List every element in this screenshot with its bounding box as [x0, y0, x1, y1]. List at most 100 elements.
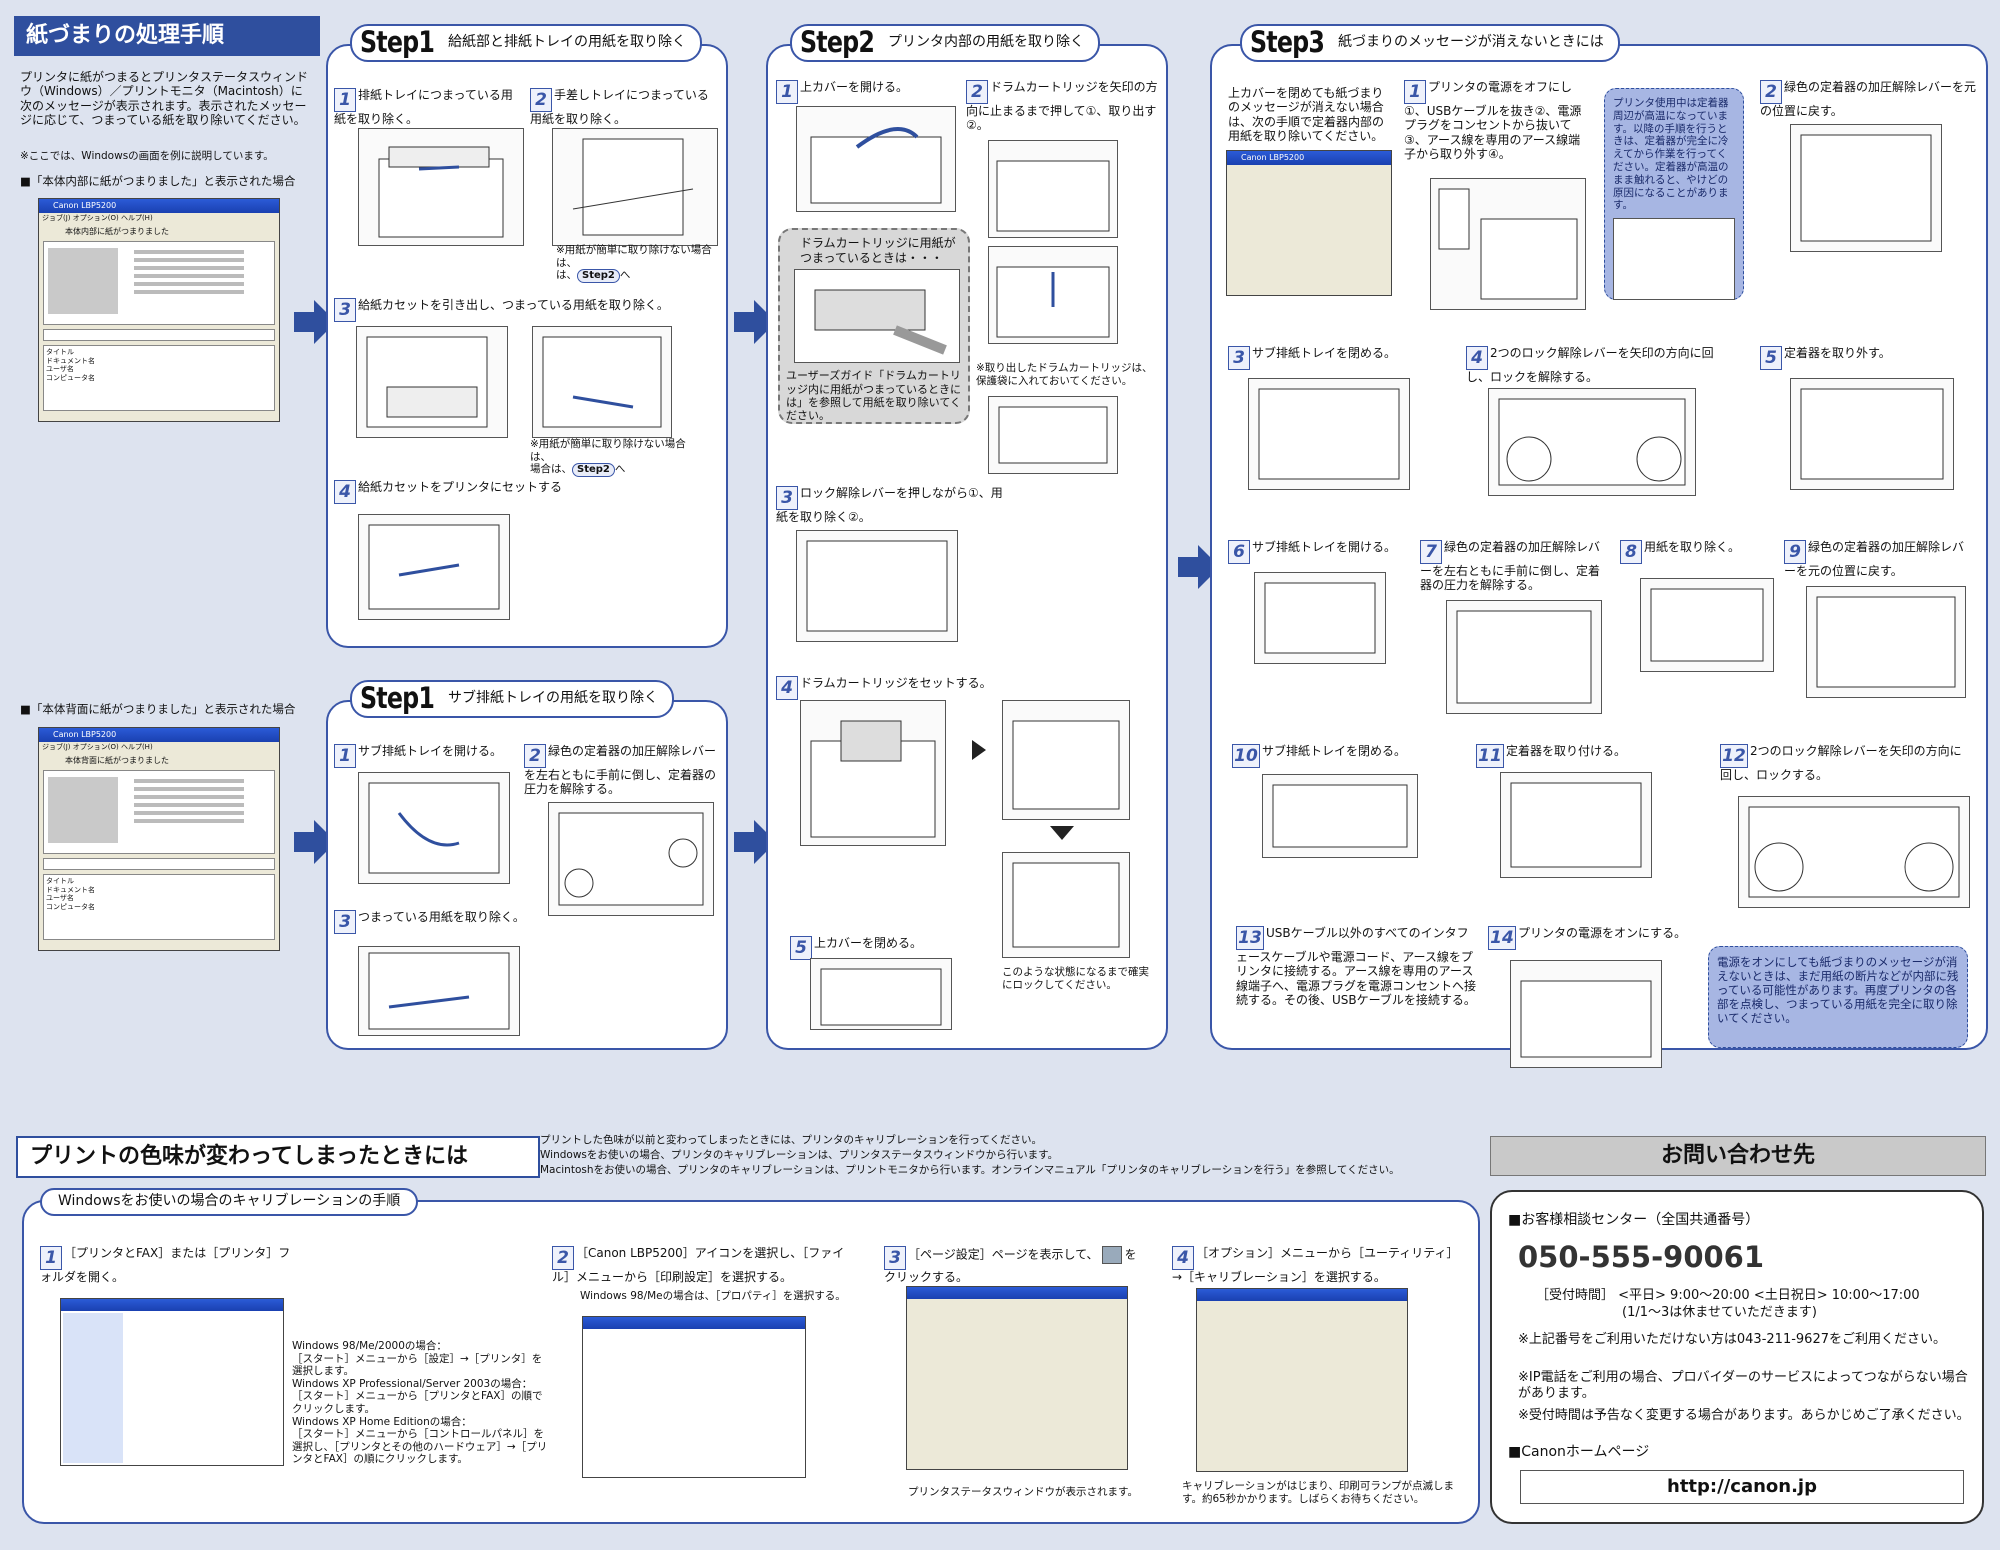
- printer-illustration: [1262, 774, 1418, 858]
- step3-tab: Step3 紙づまりのメッセージが消えないときには: [1240, 24, 1620, 62]
- step-text: ［Canon LBP5200］アイコンを選択し、［ファイル］メニューから［印刷設…: [552, 1246, 845, 1284]
- drum-jam-box: ドラムカートリッジに用紙がつまっているときは・・・ ユーザーズガイド「ドラムカー…: [778, 228, 970, 424]
- step2-tab: Step2 プリンタ内部の用紙を取り除く: [790, 24, 1100, 62]
- note-to: へ: [619, 269, 631, 282]
- step-text: ドラムカートリッジをセットする。: [800, 676, 992, 690]
- step-text: サブ排紙トレイを閉める。: [1262, 744, 1407, 758]
- printer-illustration: [552, 128, 718, 246]
- dialog-title: Canon LBP5200: [39, 728, 279, 742]
- calib-step: 2［Canon LBP5200］アイコンを選択し、［ファイル］メニューから［印刷…: [552, 1246, 845, 1284]
- printer-illustration: [1790, 124, 1942, 252]
- color-p2: Windowsをお使いの場合、プリンタのキャリブレーションは、プリンタステータス…: [540, 1149, 1059, 1161]
- printer-illustration: [358, 128, 524, 246]
- step-title: 紙づまりのメッセージが消えないときには: [1338, 34, 1604, 51]
- intro-text: プリンタに紙がつまるとプリンタステータスウィンドウ（Windows）／プリントモ…: [20, 70, 309, 128]
- step-title: 給紙部と排紙トレイの用紙を取り除く: [448, 34, 686, 51]
- calib-step: 3［ページ設定］ページを表示して、をクリックする。: [884, 1246, 1137, 1284]
- contact-hours: ［受付時間］ <平日> 9:00〜20:00 <土日祝日> 10:00〜17:0…: [1536, 1288, 1920, 1303]
- drum-box-text: ユーザーズガイド「ドラムカートリッジ内に用紙がつまっているときには」を参照して用…: [786, 369, 962, 423]
- color-p3: Macintoshをお使いの場合、プリンタのキャリブレーションは、プリントモニタ…: [540, 1164, 1400, 1176]
- step3-intro: 上カバーを閉めても紙づまりのメッセージが消えない場合は、次の手順で定着器内部の用…: [1228, 86, 1385, 144]
- printer-illustration: [1446, 600, 1602, 714]
- printer-illustration: [1640, 578, 1774, 672]
- contact-center: ■お客様相談センター（全国共通番号）: [1508, 1212, 1760, 1228]
- printer-illustration: [1806, 586, 1966, 698]
- dialog-row: コンピュータ名: [46, 902, 95, 911]
- step-text: 手差しトレイにつまっている用紙を取り除く。: [530, 88, 709, 126]
- step-text: 緑色の定着器の加圧解除レバーを左右ともに手前に倒し、定着器の圧力を解除する。: [524, 744, 717, 797]
- step-label: Step1: [360, 681, 435, 716]
- step-text: 緑色の定着器の加圧解除レバーを元の位置に戻す。: [1784, 540, 1965, 578]
- step-text: ドラムカートリッジを矢印の方向に止まるまで押して①、取り出す②。: [966, 80, 1158, 133]
- heat-warning-box: プリンタ使用中は定着器周辺が高温になっています。以降の手順を行うときは、定着器が…: [1604, 88, 1744, 301]
- step-label: Step1: [360, 25, 435, 60]
- case1-label: ■「本体内部に紙がつまりました」と表示された場合: [20, 174, 296, 188]
- contact-note: ※IP電話をご利用の場合、プロバイダーのサービスによってつながらない場合がありま…: [1518, 1370, 1968, 1401]
- step-text: 定着器を取り付ける。: [1506, 744, 1627, 758]
- contact-panel: [1490, 1190, 1984, 1524]
- printer-illustration: [1002, 852, 1130, 958]
- printer-illustration: [800, 700, 946, 846]
- step-text: プリンタの電源をオンにする。: [1518, 926, 1687, 940]
- step1b-tab: Step1 サブ排紙トレイの用紙を取り除く: [350, 680, 674, 718]
- status-window-icon: [1101, 1246, 1122, 1264]
- printer-illustration: [1248, 378, 1410, 490]
- step1a-tab: Step1 給紙部と排紙トレイの用紙を取り除く: [350, 24, 702, 62]
- homepage-link[interactable]: http://canon.jp: [1520, 1470, 1964, 1504]
- next-arrow-icon: [734, 820, 776, 864]
- status-dialog-inside: Canon LBP5200 ジョブ(J) オプション(O) ヘルプ(H) 本体内…: [38, 198, 280, 422]
- step-text: つまっている用紙を取り除く。: [358, 910, 525, 924]
- step-text: 上カバーを閉める。: [814, 936, 923, 950]
- printer-illustration: [810, 958, 952, 1030]
- page-setup-screenshot: [906, 1286, 1128, 1470]
- step-text: ［ページ設定］ページを表示して、: [908, 1247, 1099, 1262]
- drum-box-title: ドラムカートリッジに用紙がつまっているときは・・・: [800, 236, 956, 265]
- dialog-row: ドキュメント名: [46, 356, 95, 365]
- printer-illustration: [358, 514, 510, 620]
- printer-illustration: [796, 106, 956, 212]
- printer-illustration: [1002, 700, 1130, 820]
- calib-s1-note: Windows 98/Me/2000の場合： ［スタート］メニューから［設定］→…: [292, 1340, 548, 1466]
- contact-note: ※上記番号をご利用いただけない方は043-211-9627をご利用ください。: [1518, 1332, 1946, 1347]
- printer-illustration: [1254, 572, 1386, 664]
- printer-illustration: [1738, 796, 1970, 908]
- printer-illustration: [358, 946, 520, 1036]
- next-arrow-icon: [1178, 545, 1220, 589]
- printer-illustration: [356, 326, 508, 438]
- calib-step: 1［プリンタとFAX］または［プリンタ］フォルダを開く。: [40, 1246, 291, 1284]
- note-to: へ: [614, 463, 626, 476]
- calib-s2-note: Windows 98/Meの場合は、［プロパティ］を選択する。: [580, 1290, 846, 1302]
- step-title: サブ排紙トレイの用紙を取り除く: [448, 690, 658, 707]
- next-arrow-icon: [294, 820, 336, 864]
- step-text: 給紙カセットをプリンタにセットする: [358, 480, 563, 494]
- color-title: プリントの色味が変わってしまったときには: [16, 1136, 540, 1178]
- step-text: プリンタの電源をオフにし①、USBケーブルを抜き②、電源プラグをコンセントから抜…: [1404, 80, 1582, 162]
- step-text: サブ排紙トレイを閉める。: [1252, 346, 1397, 360]
- printer-illustration: [548, 802, 714, 916]
- contact-phone: 050-555-90061: [1518, 1240, 1765, 1274]
- intro-note: ※ここでは、Windowsの画面を例に説明しています。: [20, 150, 274, 162]
- printer-properties-screenshot: [582, 1316, 806, 1478]
- step-text: 定着器を取り外す。: [1784, 346, 1891, 360]
- step-text: サブ排紙トレイを開ける。: [1252, 540, 1397, 554]
- down-arrow-icon: [1050, 826, 1074, 840]
- step-text: 排紙トレイにつまっている用紙を取り除く。: [334, 88, 513, 126]
- printer-illustration: [1430, 178, 1586, 310]
- step2-ref[interactable]: Step2: [572, 463, 615, 478]
- step2-ref[interactable]: Step2: [577, 269, 620, 284]
